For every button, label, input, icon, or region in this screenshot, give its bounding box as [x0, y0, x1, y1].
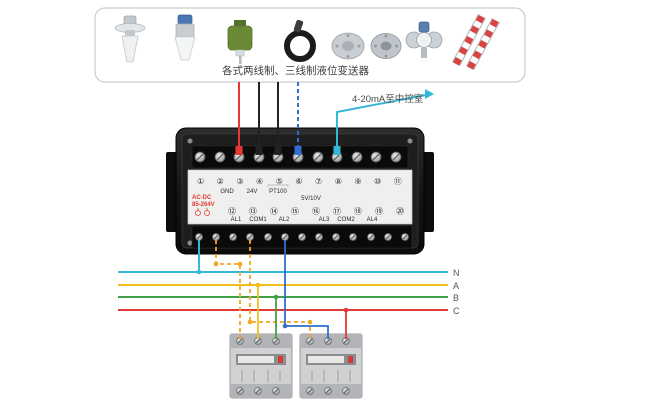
bezel-screw — [187, 138, 193, 144]
al2-label: AL2 — [279, 217, 290, 223]
output-signal: 4-20mA至中控室 — [333, 89, 434, 155]
24v-label: 24V — [247, 189, 258, 195]
bottom-terminal-strip — [191, 225, 413, 249]
junction-dot-orange-3 — [247, 319, 253, 325]
com2-label: COM2 — [337, 217, 355, 223]
junction-dot-blue — [282, 323, 288, 329]
acdc-label-line1: AC-DC — [192, 195, 212, 201]
output-wire-cyan — [336, 94, 427, 152]
al4-label: AL4 — [367, 217, 378, 223]
bezel-screw — [187, 240, 193, 246]
top-terminal-numbers: ①②③④⑤⑥⑦⑧⑨⑩⑪ — [197, 177, 414, 186]
junction-dot-neutral — [196, 269, 202, 275]
5v10v-label: 5V/10V — [301, 196, 321, 202]
cable-coil-icon — [284, 19, 316, 62]
junction-dot-A1 — [255, 282, 261, 288]
contactor-2 — [299, 333, 363, 399]
bezel-screw — [407, 138, 413, 144]
terminal-clamp-black-1 — [255, 146, 263, 155]
bus-label-N: N — [453, 268, 460, 278]
capacitance-probe-icon — [227, 20, 253, 64]
junction-dot-C2 — [343, 307, 349, 313]
level-controller-device: ①②③④⑤⑥⑦⑧⑨⑩⑪ GND 24V PT100 5V/10V AC-DC 8… — [166, 127, 434, 255]
junction-dot-orange-4 — [307, 319, 313, 325]
power-terminal-symbols — [195, 208, 210, 216]
bus-label-A: A — [453, 281, 459, 291]
control-wire-orange-1 — [215, 240, 241, 339]
terminal-label-panel: ①②③④⑤⑥⑦⑧⑨⑩⑪ GND 24V PT100 5V/10V AC-DC 8… — [187, 169, 417, 225]
acdc-label-line2: 85-264V — [192, 202, 215, 208]
com1-label: COM1 — [249, 217, 267, 223]
control-wire-orange-2 — [249, 240, 311, 339]
terminal-clamp-blue — [294, 146, 302, 155]
sensor-input-wires — [235, 82, 302, 155]
relay-and-power-wiring — [196, 240, 349, 339]
ultrasonic-level-sensor-icon — [174, 14, 196, 61]
sensor-panel-caption: 各式两线制、三线制液位变送器 — [222, 64, 369, 77]
bus-label-C: C — [453, 306, 460, 316]
terminal-clamp-red — [235, 146, 243, 155]
pressure-transmitter-icon — [405, 21, 443, 58]
radar-level-sensor-icon — [114, 15, 146, 63]
terminal-clamp-black-2 — [274, 146, 282, 155]
mount-ear-left — [166, 152, 178, 232]
junction-dot-B1 — [273, 294, 279, 300]
terminal-clamp-cyan — [333, 146, 341, 155]
bottom-terminal-numbers: ⑫⑬⑭⑮⑯⑰⑱⑲⑳ — [228, 207, 417, 216]
junction-dot-orange-2 — [237, 261, 243, 267]
flange-icon-2 — [370, 33, 402, 59]
al3-label: AL3 — [319, 217, 330, 223]
flange-icon — [331, 32, 365, 60]
mount-ear-right — [422, 152, 434, 232]
pt100-bracket — [267, 184, 289, 187]
control-wire-blue — [284, 240, 329, 339]
contactor-1 — [229, 333, 293, 399]
bus-label-B: B — [453, 293, 459, 303]
al1-label: AL1 — [231, 217, 242, 223]
power-bus-lines: N A B C — [118, 268, 460, 316]
magnetic-level-gauge-icon — [452, 13, 500, 71]
output-label: 4-20mA至中控室 — [352, 93, 423, 105]
pt100-label: PT100 — [269, 189, 287, 195]
junction-dot-orange-1 — [213, 261, 219, 267]
sensor-panel: 各式两线制、三线制液位变送器 — [94, 7, 526, 83]
output-arrowhead — [425, 89, 434, 99]
gnd-label: GND — [220, 189, 234, 195]
